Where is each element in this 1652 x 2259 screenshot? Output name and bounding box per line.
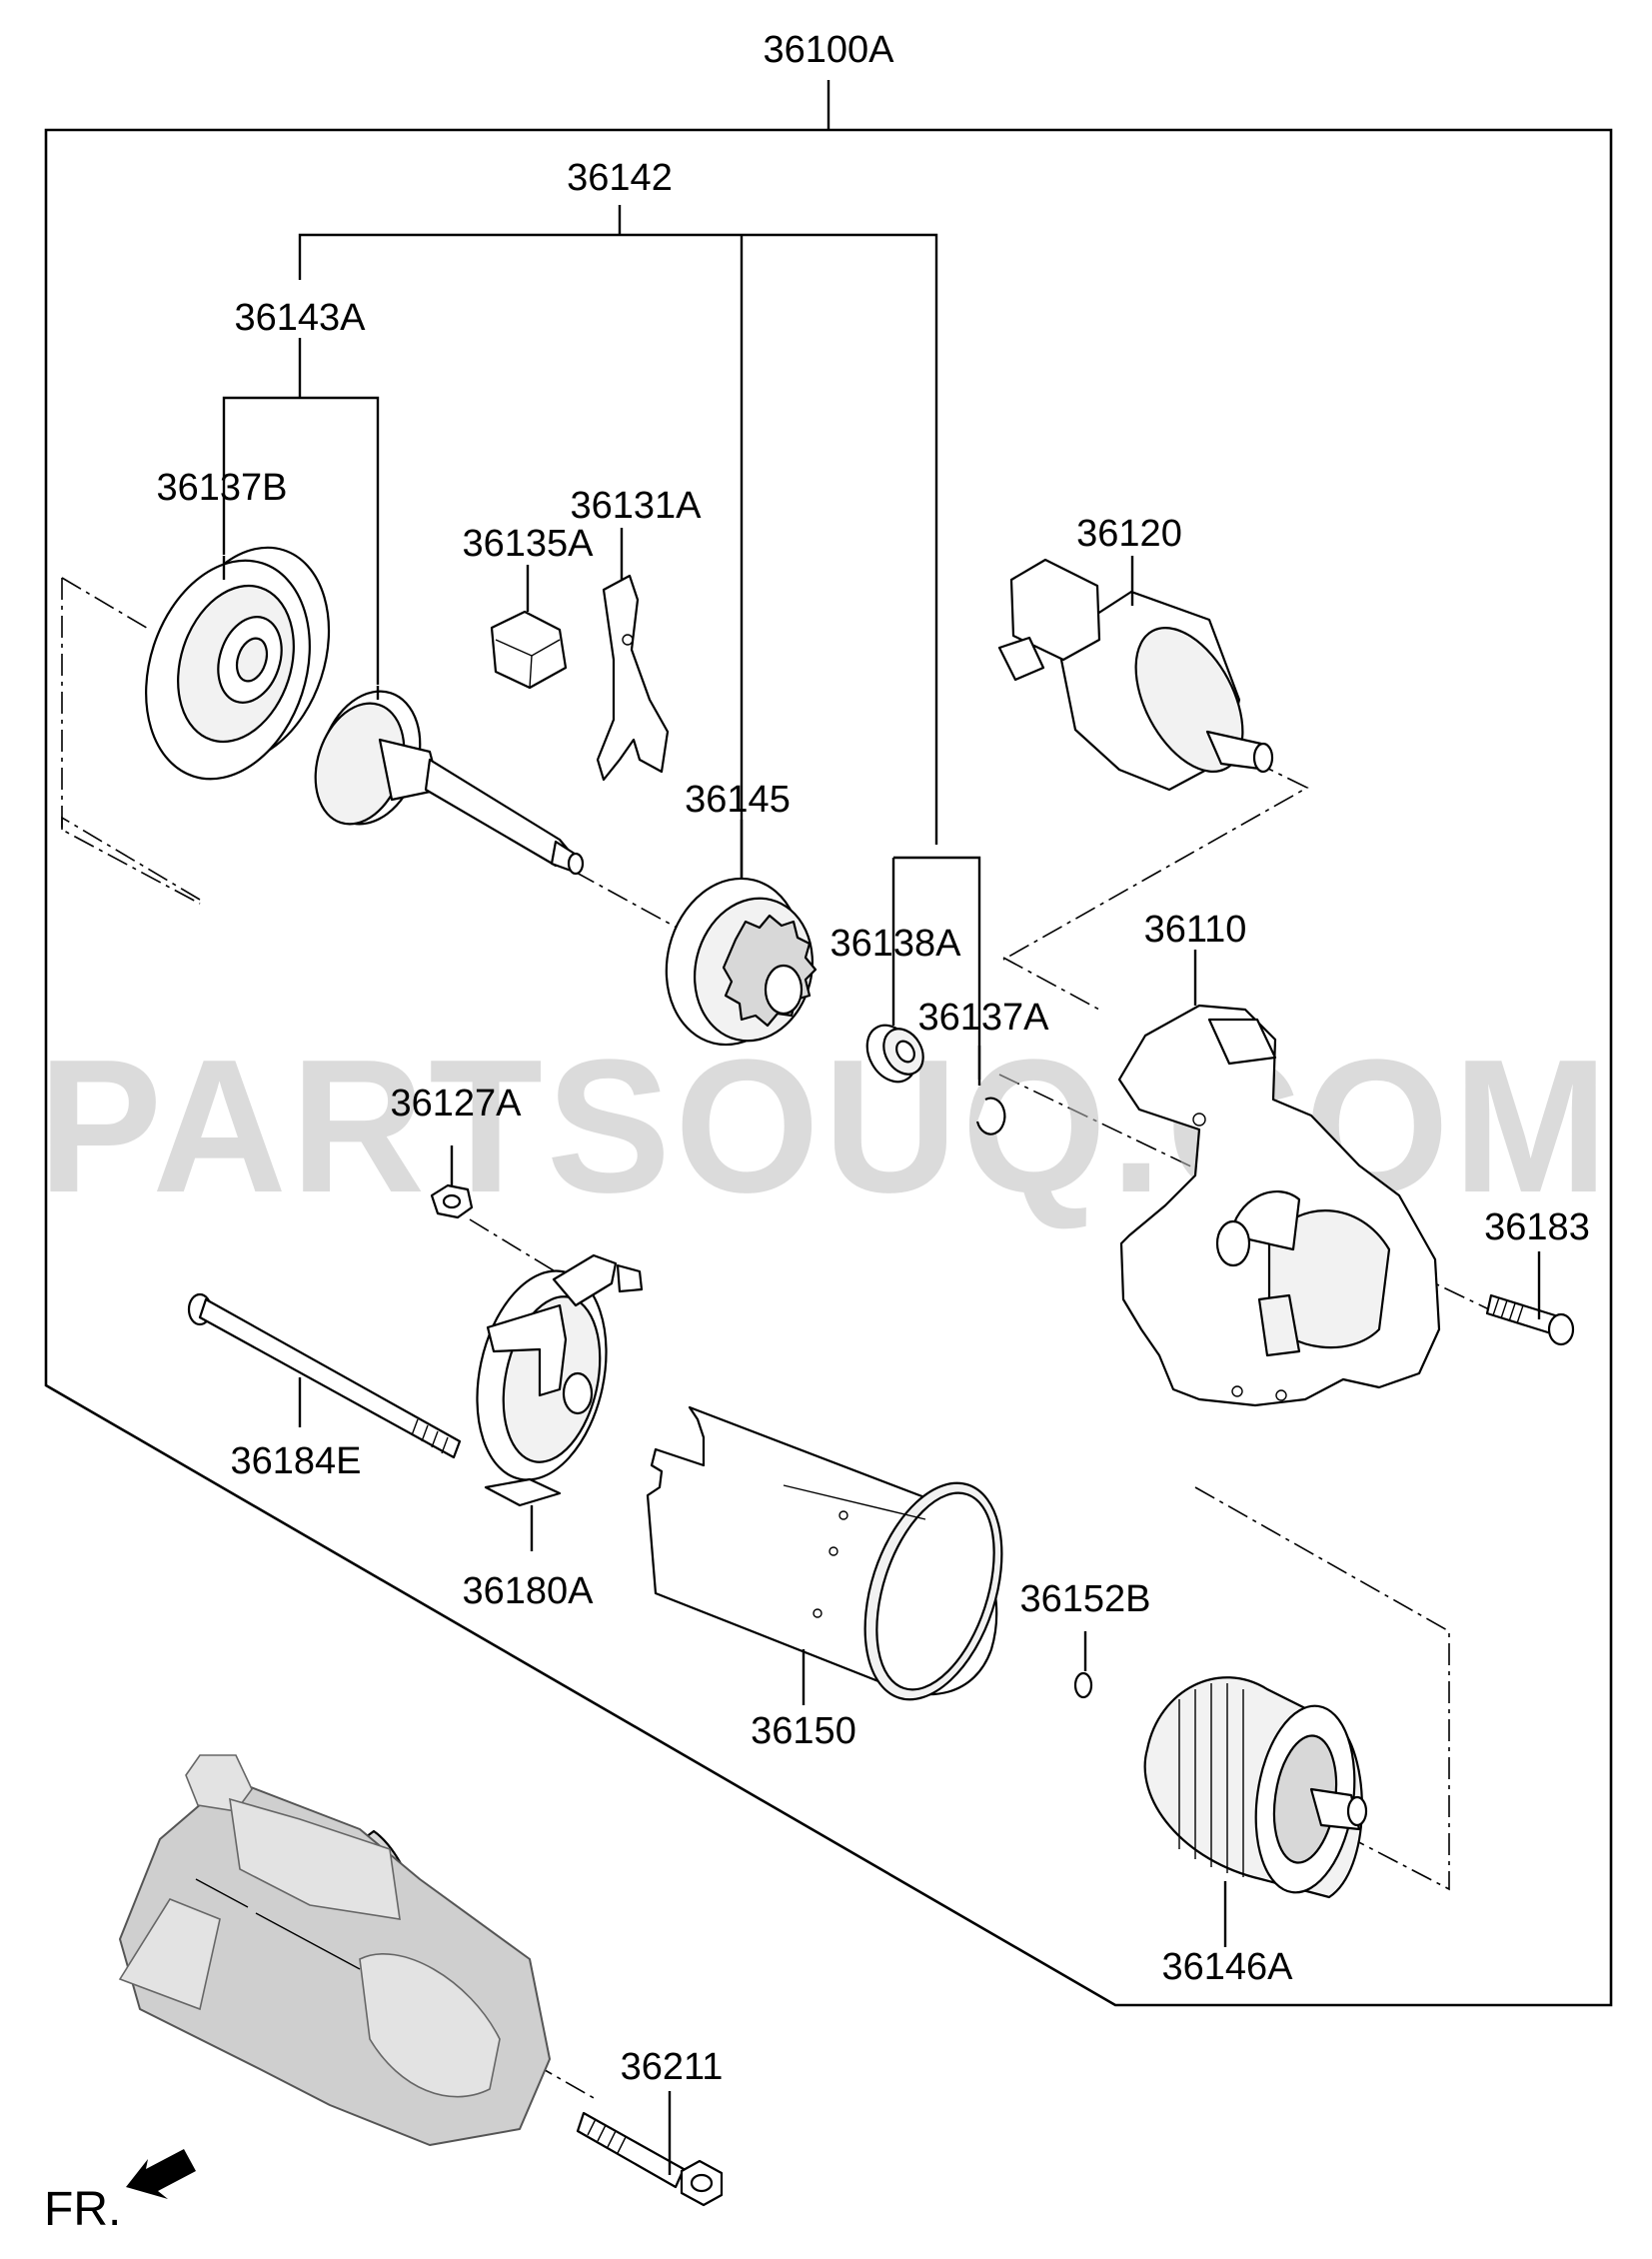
- part-36180a-brush-holder: [476, 1253, 644, 1551]
- label-36143a: 36143A: [234, 297, 366, 339]
- part-36138a-bearing: [865, 990, 924, 1084]
- part-36183-bolt: [1485, 1251, 1575, 1346]
- part-36127a-nut: [430, 1145, 474, 1219]
- label-36135a: 36135A: [462, 523, 594, 565]
- part-36110-housing: [1117, 950, 1441, 1407]
- bracket-36137A-36138A: [891, 856, 981, 1080]
- label-36137b: 36137B: [156, 467, 287, 509]
- part-36145-pinion-gear: [665, 820, 818, 1047]
- label-36131a: 36131A: [570, 485, 702, 527]
- part-36120-solenoid: [997, 556, 1274, 792]
- label-36183: 36183: [1484, 1206, 1590, 1248]
- part-36143a-drive-shaft: [314, 686, 585, 876]
- label-36150: 36150: [751, 1710, 856, 1752]
- part-36137b-drive-housing: [145, 546, 331, 781]
- front-arrow-icon: [126, 2149, 196, 2199]
- part-36211-mounting-bolt: [576, 2091, 724, 2207]
- label-36211: 36211: [621, 2046, 724, 2088]
- label-36142: 36142: [567, 157, 673, 199]
- assembled-starter-motor: [118, 1754, 551, 2146]
- label-36120: 36120: [1076, 513, 1182, 555]
- bracket-36143A: [222, 338, 380, 685]
- label-36100a: 36100A: [763, 29, 894, 71]
- label-36137a: 36137A: [917, 997, 1049, 1039]
- part-36131a-shift-lever: [596, 528, 670, 782]
- label-36127a: 36127A: [390, 1083, 522, 1125]
- front-label: FR.: [44, 2183, 121, 2236]
- part-36146a-armature: [1143, 1676, 1368, 1947]
- label-36145: 36145: [685, 779, 791, 821]
- part-36152b-washer: [1073, 1631, 1093, 1699]
- part-36137a-snap-ring: [975, 1046, 1006, 1135]
- label-36184e: 36184E: [230, 1440, 361, 1482]
- label-36110: 36110: [1144, 909, 1247, 951]
- bracket-36142: [298, 205, 938, 880]
- part-36150-yoke: [646, 1405, 1003, 1705]
- label-36180a: 36180A: [462, 1570, 594, 1612]
- assembly-frame: [44, 80, 1613, 2007]
- label-36138a: 36138A: [829, 923, 961, 965]
- part-36184e-through-bolt: [187, 1292, 462, 1459]
- label-36146a: 36146A: [1161, 1946, 1293, 1988]
- part-36135a-block: [490, 565, 568, 690]
- label-36152b: 36152B: [1019, 1578, 1150, 1620]
- part-labels: 36100A 36142 36143A 36137B 36131A 36135A…: [156, 29, 1589, 2088]
